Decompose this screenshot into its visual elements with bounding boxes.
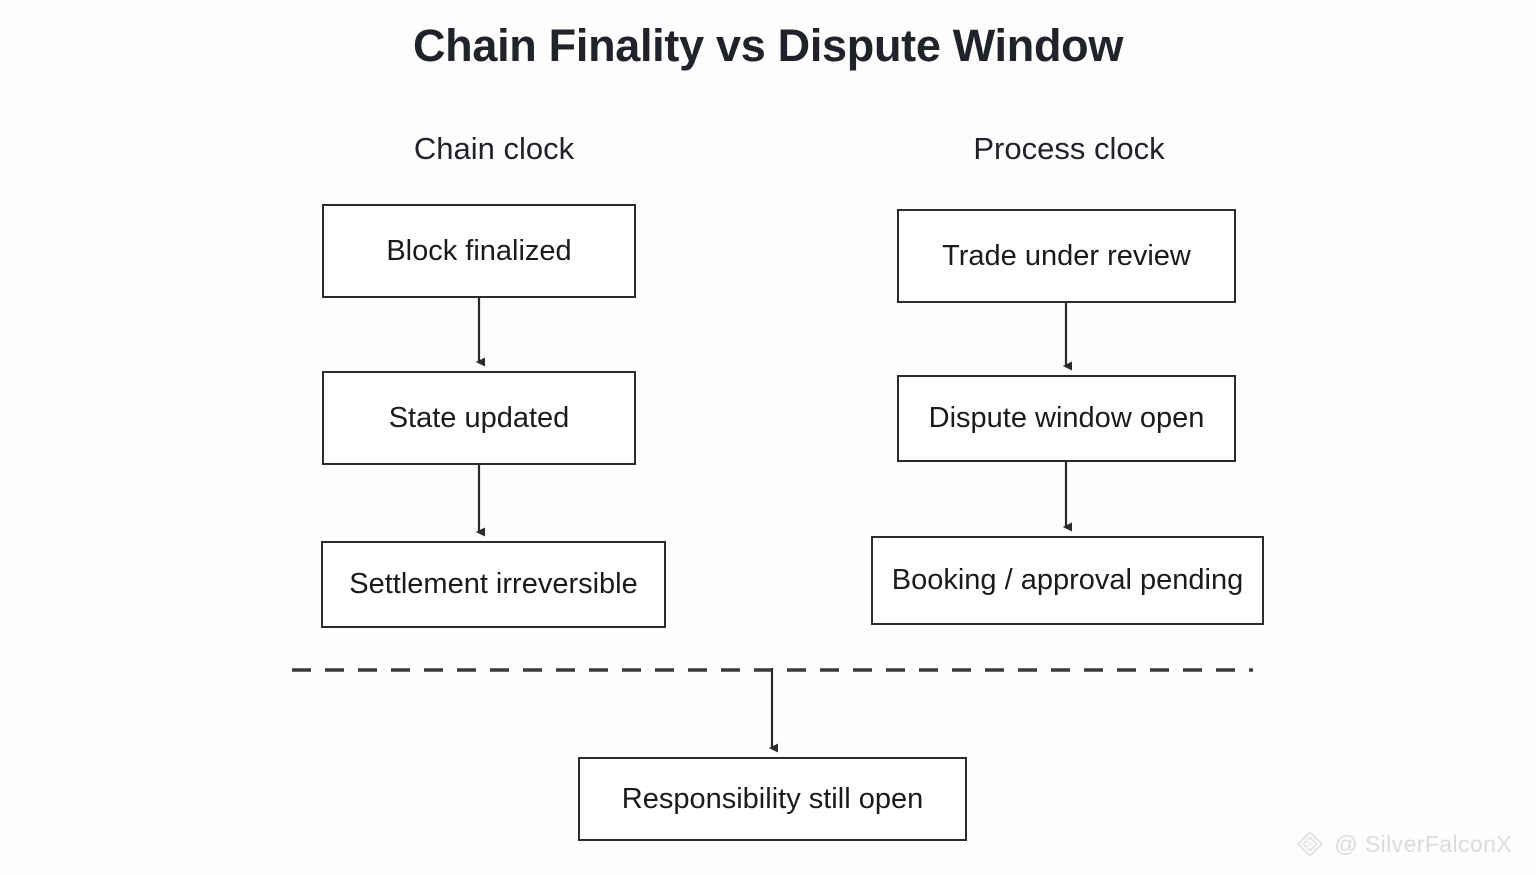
node-label: State updated — [388, 401, 570, 434]
node-label: Trade under review — [942, 239, 1191, 272]
node-label: Settlement irreversible — [349, 568, 638, 600]
node-responsibility-still-open[interactable]: Responsibility still open — [578, 757, 967, 841]
node-settlement-irreversible[interactable]: Settlement irreversible — [321, 541, 666, 628]
node-label: Booking / approval pending — [891, 564, 1244, 596]
node-label: Dispute window open — [928, 402, 1205, 434]
watermark-handle: @ SilverFalconX — [1334, 830, 1512, 857]
node-state-updated[interactable]: State updated — [322, 371, 636, 465]
watermark: @ SilverFalconX — [1295, 829, 1512, 859]
node-label: Responsibility still open — [621, 782, 924, 815]
node-trade-under-review[interactable]: Trade under review — [897, 209, 1236, 303]
page-title: Chain Finality vs Dispute Window — [412, 20, 1124, 71]
node-booking-approval-pending[interactable]: Booking / approval pending — [871, 536, 1264, 625]
node-block-finalized[interactable]: Block finalized — [322, 204, 636, 298]
node-dispute-window-open[interactable]: Dispute window open — [897, 375, 1236, 462]
diamond-logo-icon — [1297, 830, 1324, 858]
column-heading-chain-clock: Chain clock — [413, 131, 575, 166]
column-heading-process-clock: Process clock — [973, 131, 1165, 166]
node-label: Block finalized — [386, 234, 572, 267]
